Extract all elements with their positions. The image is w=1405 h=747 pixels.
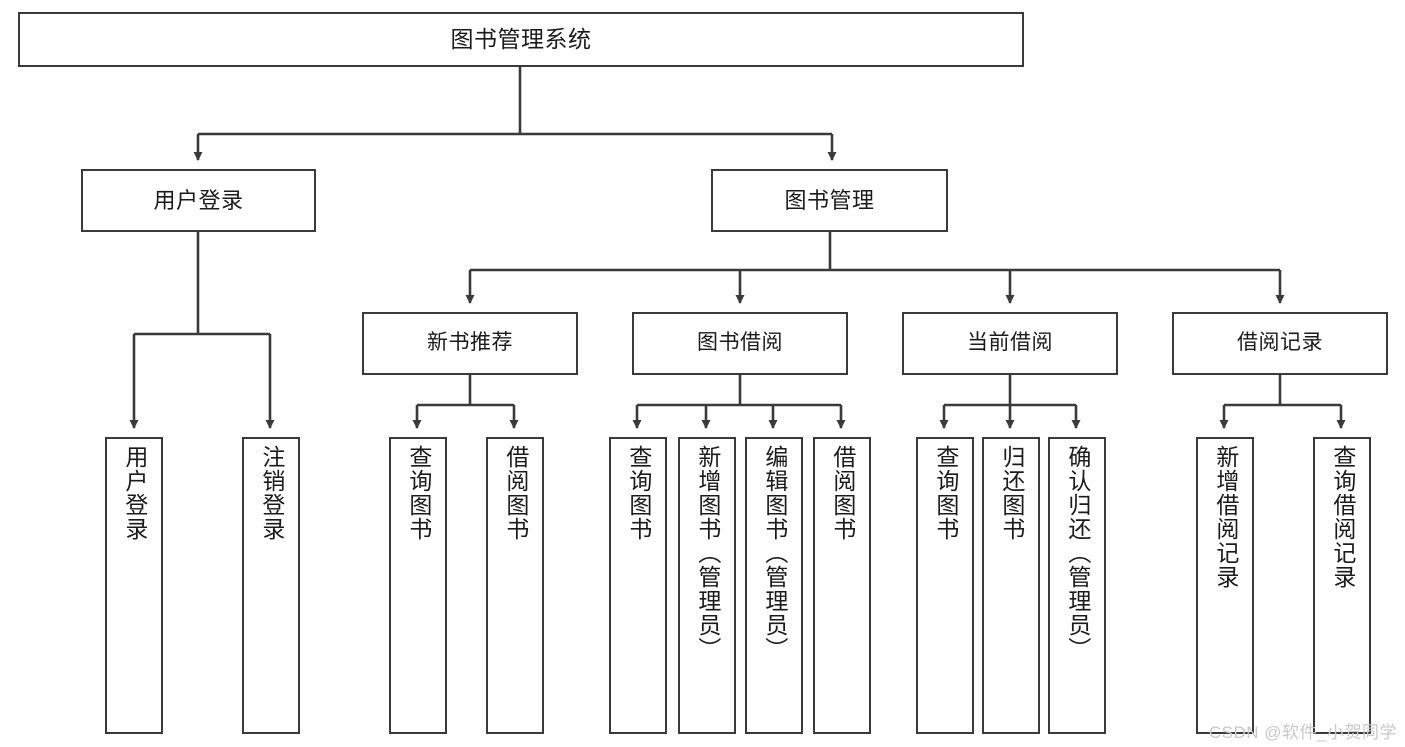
node-label: 图书管理系统 <box>450 25 592 52</box>
leaf-new-book-borrow[interactable]: 借阅图书 <box>486 437 544 734</box>
node-label: 当前借阅 <box>967 331 1053 355</box>
node-label: 新增借阅记录 <box>1212 445 1239 589</box>
node-label: 借阅记录 <box>1237 331 1323 355</box>
leaf-book-borrow-query[interactable]: 查询图书 <box>609 437 667 734</box>
node-label: 查询图书 <box>405 445 432 541</box>
leaf-user-login-logout[interactable]: 注销登录 <box>242 437 300 734</box>
node-current-borrow[interactable]: 当前借阅 <box>902 312 1118 375</box>
node-label: 查询图书 <box>932 445 959 541</box>
node-label: 新书推荐 <box>427 331 513 355</box>
node-book-management[interactable]: 图书管理 <box>711 169 948 232</box>
leaf-current-borrow-query[interactable]: 查询图书 <box>916 437 974 734</box>
node-label: 注销登录 <box>258 445 285 541</box>
node-new-book-recommend[interactable]: 新书推荐 <box>362 312 578 375</box>
leaf-borrow-record-query[interactable]: 查询借阅记录 <box>1313 437 1371 734</box>
node-label: 查询图书 <box>625 445 652 541</box>
node-label: 用户登录 <box>121 445 148 541</box>
node-label: 借阅图书 <box>502 445 529 541</box>
node-label: 图书借阅 <box>697 331 783 355</box>
node-label: 查询借阅记录 <box>1329 445 1356 589</box>
leaf-borrow-record-add[interactable]: 新增借阅记录 <box>1196 437 1254 734</box>
node-label: 确认归还（管理员） <box>1064 445 1091 661</box>
leaf-user-login-login[interactable]: 用户登录 <box>105 437 163 734</box>
node-label: 借阅图书 <box>829 445 856 541</box>
leaf-current-borrow-confirm-admin[interactable]: 确认归还（管理员） <box>1048 437 1106 734</box>
leaf-book-borrow-borrow[interactable]: 借阅图书 <box>813 437 871 734</box>
leaf-book-borrow-add-admin[interactable]: 新增图书（管理员） <box>678 437 736 734</box>
node-book-borrow[interactable]: 图书借阅 <box>632 312 848 375</box>
node-label: 图书管理 <box>784 187 875 213</box>
node-label: 编辑图书（管理员） <box>761 445 788 661</box>
node-borrow-record[interactable]: 借阅记录 <box>1172 312 1388 375</box>
node-user-login[interactable]: 用户登录 <box>81 169 316 232</box>
leaf-book-borrow-edit-admin[interactable]: 编辑图书（管理员） <box>745 437 803 734</box>
leaf-new-book-query[interactable]: 查询图书 <box>389 437 447 734</box>
node-label: 新增图书（管理员） <box>694 445 721 661</box>
node-root-library-system[interactable]: 图书管理系统 <box>18 12 1024 67</box>
node-label: 归还图书 <box>998 445 1025 541</box>
csdn-watermark: CSDN @软件_小贺同学 <box>1208 723 1397 742</box>
node-label: 用户登录 <box>153 187 244 213</box>
leaf-current-borrow-return[interactable]: 归还图书 <box>982 437 1040 734</box>
